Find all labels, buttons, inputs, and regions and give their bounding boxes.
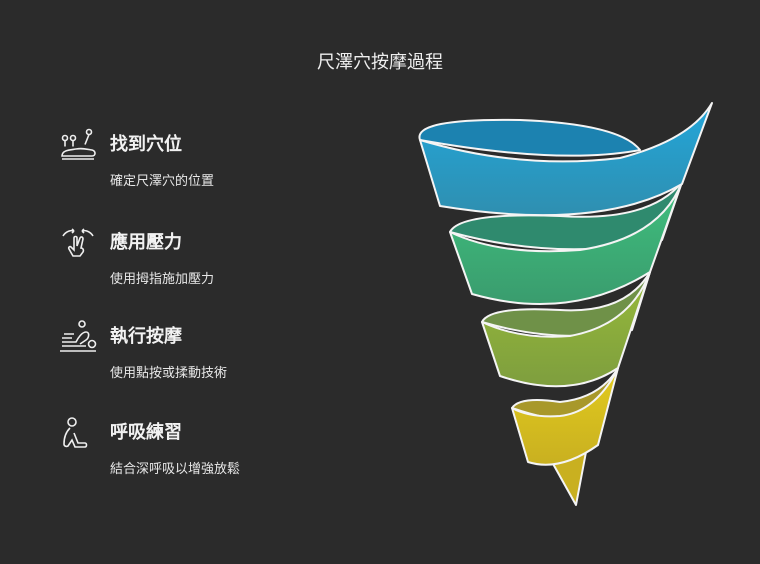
band-2-front xyxy=(449,181,683,306)
band-3-front xyxy=(481,271,651,388)
band-1-front xyxy=(419,102,713,217)
step-heading: 應用壓力 xyxy=(110,232,182,253)
step-heading: 執行按摩 xyxy=(110,326,182,347)
finger-press-icon xyxy=(62,228,94,257)
band-2-back xyxy=(449,181,683,251)
step-heading: 找到穴位 xyxy=(110,134,182,155)
breathing-person-icon xyxy=(63,417,88,448)
acupoint-locate-icon xyxy=(61,128,96,160)
diagram-title: 尺澤穴按摩過程 xyxy=(317,52,443,73)
step-description: 使用點按或揉動技術 xyxy=(110,366,228,381)
band-3-back xyxy=(481,271,651,337)
band-1-back xyxy=(418,118,641,157)
step-description: 確定尺澤穴的位置 xyxy=(110,174,215,189)
step-heading: 呼吸練習 xyxy=(110,422,182,443)
band-4-front xyxy=(511,367,619,466)
step-description: 使用拇指施加壓力 xyxy=(110,272,215,287)
step-description: 結合深呼吸以增強放鬆 xyxy=(110,462,241,477)
massage-icon xyxy=(60,320,97,352)
